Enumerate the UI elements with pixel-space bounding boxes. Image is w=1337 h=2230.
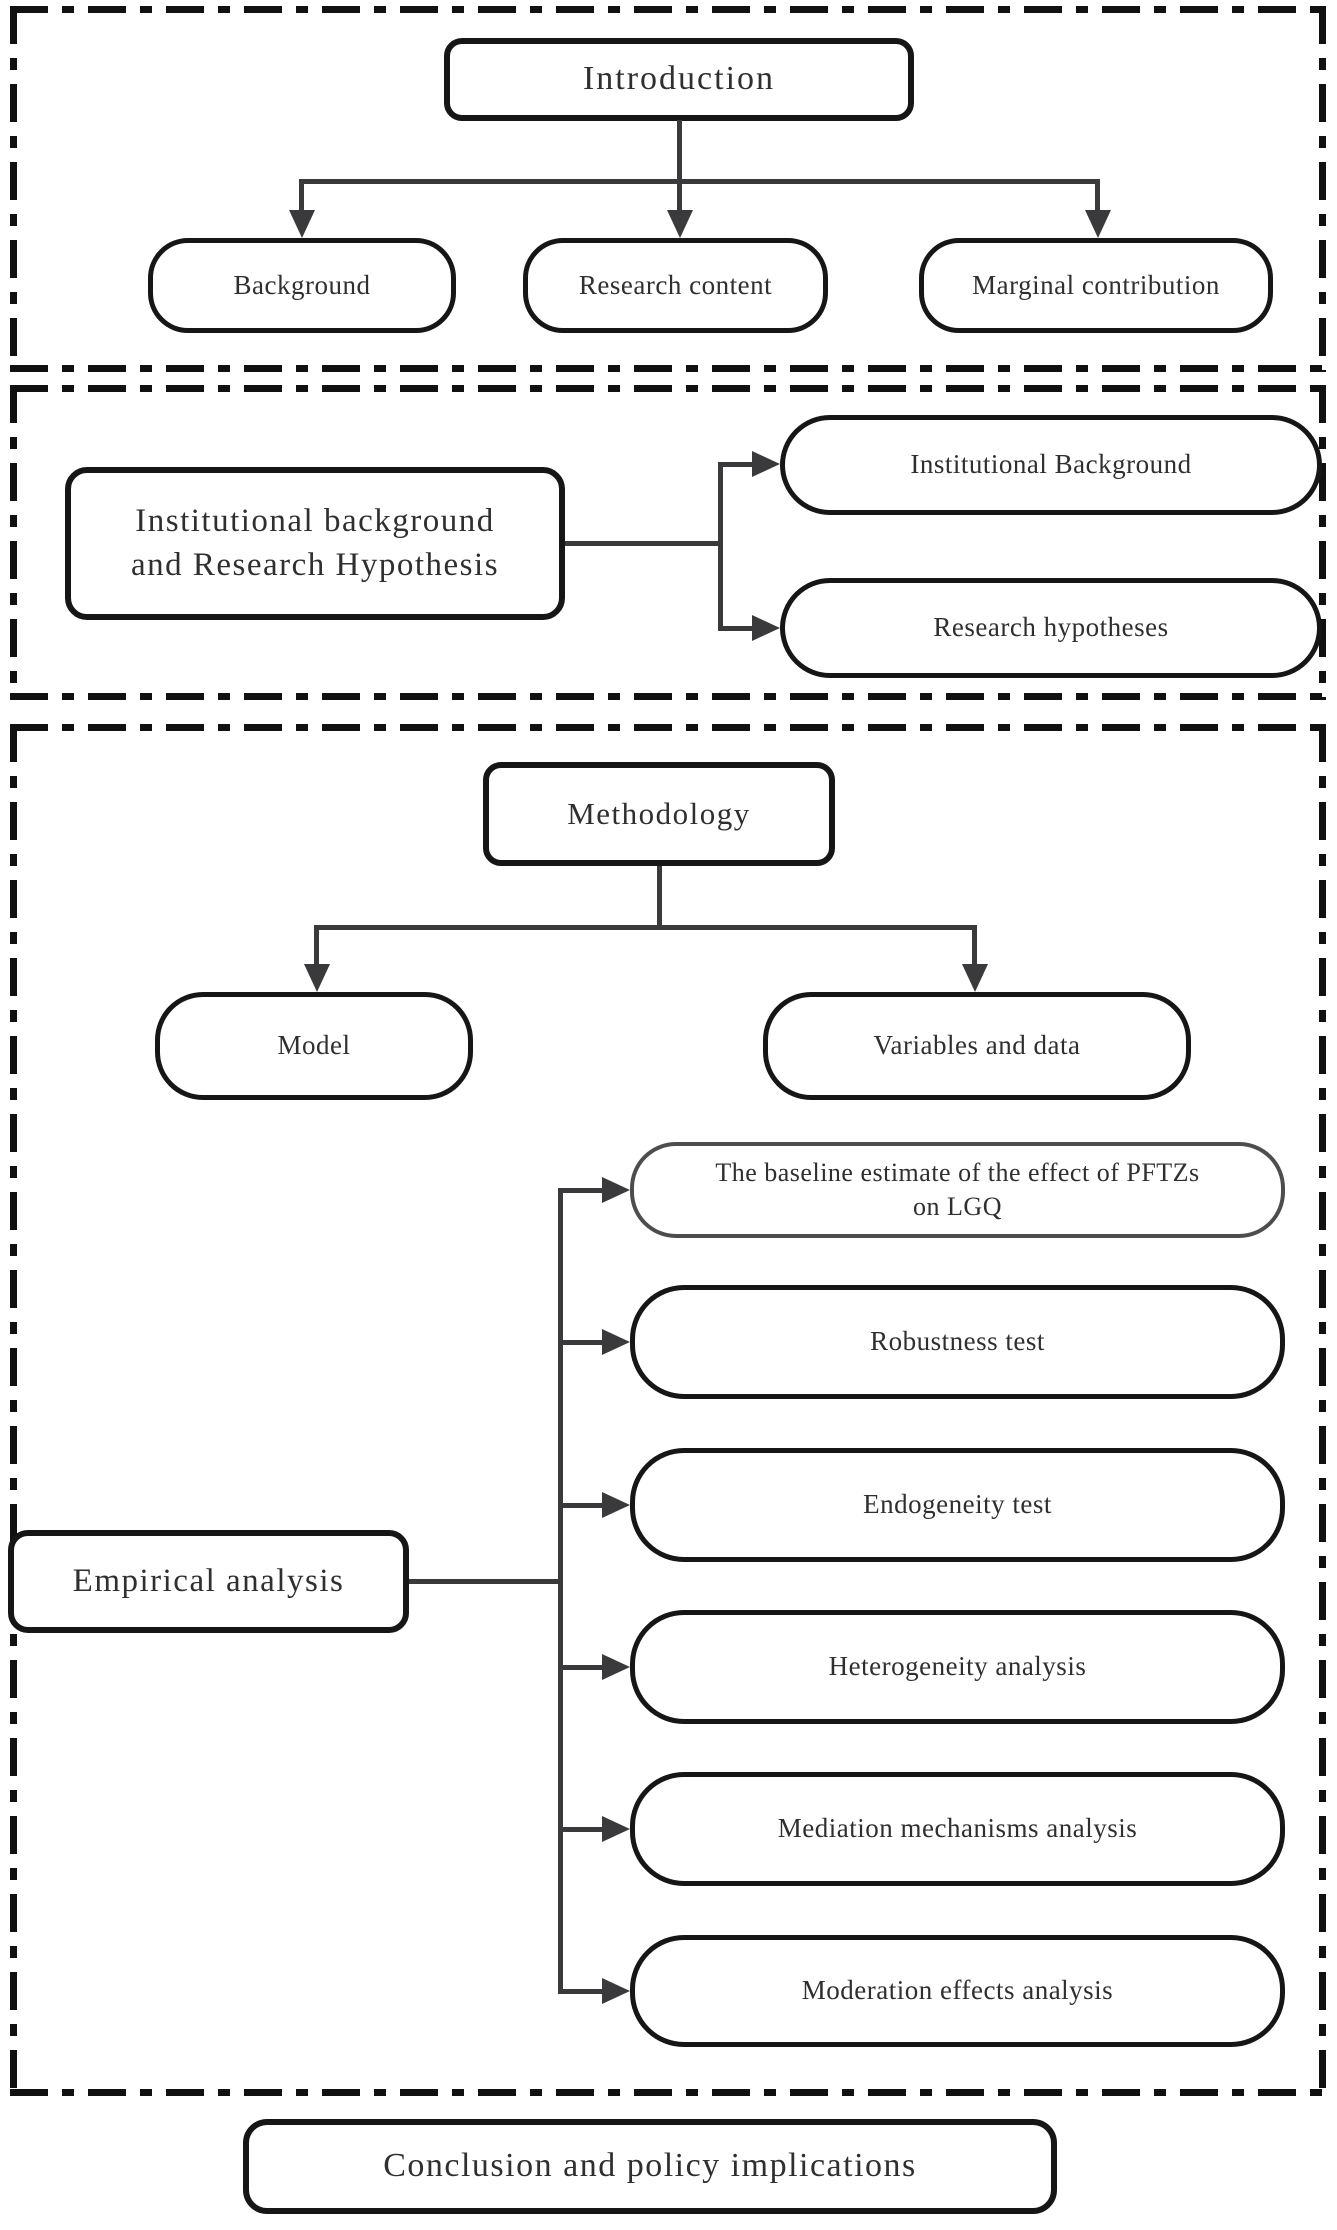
node-baseline-estimate-line1: The baseline estimate of the effect of P… (715, 1157, 1200, 1187)
node-background: Background (148, 238, 456, 333)
arrowhead-down-icon (1085, 210, 1111, 238)
node-heterogeneity-analysis: Heterogeneity analysis (630, 1610, 1285, 1724)
arrowhead-down-icon (289, 210, 315, 238)
connector-intro-drop-center (677, 179, 682, 212)
frame-edge (10, 6, 17, 372)
node-introduction: Introduction (444, 38, 914, 121)
connector-methodology-drop-right (972, 925, 977, 964)
node-model-label: Model (277, 1030, 351, 1061)
node-ibh-label-line2: and Research Hypothesis (130, 546, 500, 583)
node-endogeneity-test: Endogeneity test (630, 1448, 1285, 1562)
node-variables-and-data: Variables and data (763, 992, 1191, 1100)
frame-edge (1319, 6, 1326, 372)
node-heterogeneity-analysis-label: Heterogeneity analysis (828, 1651, 1087, 1682)
connector-hypothesis-branch-bottom (718, 626, 764, 631)
connector-methodology-drop-left (314, 925, 319, 964)
node-marginal-contribution-label: Marginal contribution (972, 269, 1220, 300)
connector-methodology-branch (314, 925, 977, 930)
node-baseline-estimate: The baseline estimate of the effect of P… (630, 1142, 1285, 1238)
node-research-content: Research content (523, 238, 828, 333)
node-introduction-label: Introduction (582, 60, 776, 98)
arrowhead-right-icon (602, 1492, 630, 1518)
frame-edge (10, 385, 17, 700)
frame-edge (10, 6, 1326, 13)
node-model: Model (155, 992, 473, 1100)
node-research-hypotheses: Research hypotheses (780, 578, 1322, 678)
node-methodology-label: Methodology (567, 795, 751, 831)
arrowhead-right-icon (602, 1978, 630, 2004)
connector-empirical-branch-5 (558, 1827, 605, 1832)
connector-empirical-branch-3 (558, 1503, 605, 1508)
connector-empirical-branch-2 (558, 1340, 605, 1345)
node-conclusion: Conclusion and policy implications (243, 2119, 1057, 2214)
node-mediation-mechanisms-analysis-label: Mediation mechanisms analysis (777, 1813, 1138, 1844)
connector-intro-drop-left (299, 179, 304, 212)
arrowhead-down-icon (667, 210, 693, 238)
node-robustness-test: Robustness test (630, 1285, 1285, 1399)
connector-intro-stem (677, 120, 682, 181)
section-methodology-frame (10, 724, 1326, 2096)
node-baseline-estimate-line2: on LGQ (913, 1192, 1002, 1221)
frame-edge (1319, 724, 1326, 2096)
connector-empirical-branch-6 (558, 1989, 605, 1994)
frame-edge (10, 724, 17, 2096)
section-introduction-frame (10, 6, 1326, 372)
frame-edge (10, 385, 1326, 392)
connector-hypothesis-trunk (718, 462, 723, 631)
node-marginal-contribution: Marginal contribution (919, 238, 1273, 333)
connector-hypothesis-stem (565, 541, 723, 546)
arrowhead-down-icon (304, 964, 330, 992)
connector-intro-drop-right (1095, 179, 1100, 212)
frame-edge (10, 365, 1326, 372)
section-hypothesis-frame (10, 385, 1326, 700)
frame-edge (10, 724, 1326, 731)
node-empirical-analysis: Empirical analysis (8, 1530, 409, 1633)
node-research-content-label: Research content (578, 269, 773, 300)
arrowhead-right-icon (602, 1177, 630, 1203)
node-institutional-background-hypothesis: Institutional background and Research Hy… (65, 467, 565, 620)
arrowhead-right-icon (752, 615, 780, 641)
node-background-label: Background (233, 269, 371, 300)
connector-methodology-stem (657, 866, 662, 927)
arrowhead-down-icon (962, 964, 988, 992)
node-moderation-effects-analysis-label: Moderation effects analysis (801, 1975, 1114, 2006)
node-ibh-label-line1: Institutional background (135, 502, 495, 539)
connector-empirical-stem (409, 1579, 563, 1584)
arrowhead-right-icon (752, 451, 780, 477)
node-research-hypotheses-label: Research hypotheses (933, 612, 1169, 643)
node-endogeneity-test-label: Endogeneity test (863, 1489, 1052, 1520)
arrowhead-right-icon (602, 1329, 630, 1355)
connector-empirical-trunk (558, 1188, 563, 1994)
connector-intro-branch (299, 179, 1100, 184)
connector-empirical-branch-1 (558, 1188, 605, 1193)
frame-edge (1319, 385, 1326, 700)
node-moderation-effects-analysis: Moderation effects analysis (630, 1935, 1285, 2047)
node-mediation-mechanisms-analysis: Mediation mechanisms analysis (630, 1772, 1285, 1886)
node-variables-and-data-label: Variables and data (873, 1030, 1081, 1061)
connector-empirical-branch-4 (558, 1665, 605, 1670)
arrowhead-right-icon (602, 1816, 630, 1842)
arrowhead-right-icon (602, 1654, 630, 1680)
node-institutional-background-label: Institutional Background (910, 449, 1192, 480)
node-empirical-analysis-label: Empirical analysis (72, 1562, 345, 1599)
node-methodology: Methodology (483, 762, 835, 866)
node-conclusion-label: Conclusion and policy implications (383, 2147, 917, 2185)
node-institutional-background: Institutional Background (780, 415, 1322, 515)
connector-hypothesis-branch-top (718, 462, 764, 467)
frame-edge (10, 693, 1326, 700)
node-robustness-test-label: Robustness test (870, 1326, 1045, 1357)
frame-edge (10, 2089, 1326, 2096)
